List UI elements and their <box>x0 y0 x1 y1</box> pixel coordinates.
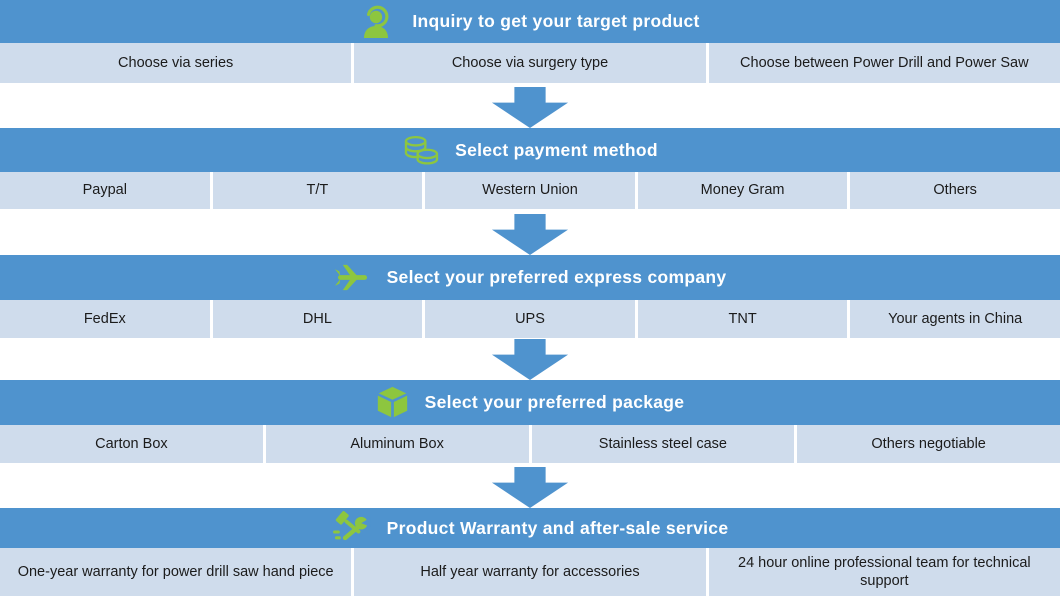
option-cell: Paypal <box>0 172 210 209</box>
step-title: Select your preferred package <box>424 392 685 412</box>
option-cell: TNT <box>637 300 848 338</box>
option-row-express: FedEx DHL UPS TNT Your agents in China <box>0 300 1060 338</box>
step-header-payment: Select payment method <box>0 128 1060 172</box>
down-arrow-icon <box>0 209 1060 255</box>
option-cell: One-year warranty for power drill saw ha… <box>0 548 352 596</box>
step-title: Inquiry to get your target product <box>412 11 700 31</box>
down-arrow-icon <box>0 83 1060 128</box>
option-cell: Choose between Power Drill and Power Saw <box>708 43 1060 83</box>
option-row-inquiry: Choose via series Choose via surgery typ… <box>0 43 1060 83</box>
option-row-warranty: One-year warranty for power drill saw ha… <box>0 548 1060 596</box>
option-row-payment: Paypal T/T Western Union Money Gram Othe… <box>0 172 1060 209</box>
step-header-package: Select your preferred package <box>0 380 1060 425</box>
option-cell: Money Gram <box>637 172 848 209</box>
package-box-icon <box>376 386 409 419</box>
step-title: Select your preferred express company <box>386 267 727 287</box>
step-title: Select payment method <box>455 139 658 160</box>
airplane-icon <box>334 261 371 294</box>
down-arrow-icon <box>0 338 1060 380</box>
support-agent-icon <box>360 4 396 40</box>
option-cell: Aluminum Box <box>265 425 529 463</box>
step-header-warranty: Product Warranty and after-sale service <box>0 508 1060 548</box>
option-row-package: Carton Box Aluminum Box Stainless steel … <box>0 425 1060 463</box>
option-cell: UPS <box>425 300 635 338</box>
option-cell: Your agents in China <box>850 300 1060 338</box>
coins-icon <box>402 135 439 166</box>
option-cell: DHL <box>212 300 423 338</box>
option-cell: Western Union <box>425 172 635 209</box>
step-title: Product Warranty and after-sale service <box>386 517 729 538</box>
option-cell: Stainless steel case <box>531 425 795 463</box>
option-cell: Others <box>850 172 1060 209</box>
step-header-express: Select your preferred express company <box>0 255 1060 300</box>
option-cell: Carton Box <box>0 425 263 463</box>
option-cell: Choose via surgery type <box>354 43 706 83</box>
tools-icon <box>332 510 371 546</box>
option-cell: 24 hour online professional team for tec… <box>708 548 1060 596</box>
option-cell: T/T <box>212 172 423 209</box>
option-cell: Choose via series <box>0 43 352 83</box>
down-arrow-icon <box>0 463 1060 508</box>
step-header-inquiry: Inquiry to get your target product <box>0 0 1060 43</box>
option-cell: FedEx <box>0 300 210 338</box>
option-cell: Others negotiable <box>797 425 1060 463</box>
option-cell: Half year warranty for accessories <box>354 548 706 596</box>
